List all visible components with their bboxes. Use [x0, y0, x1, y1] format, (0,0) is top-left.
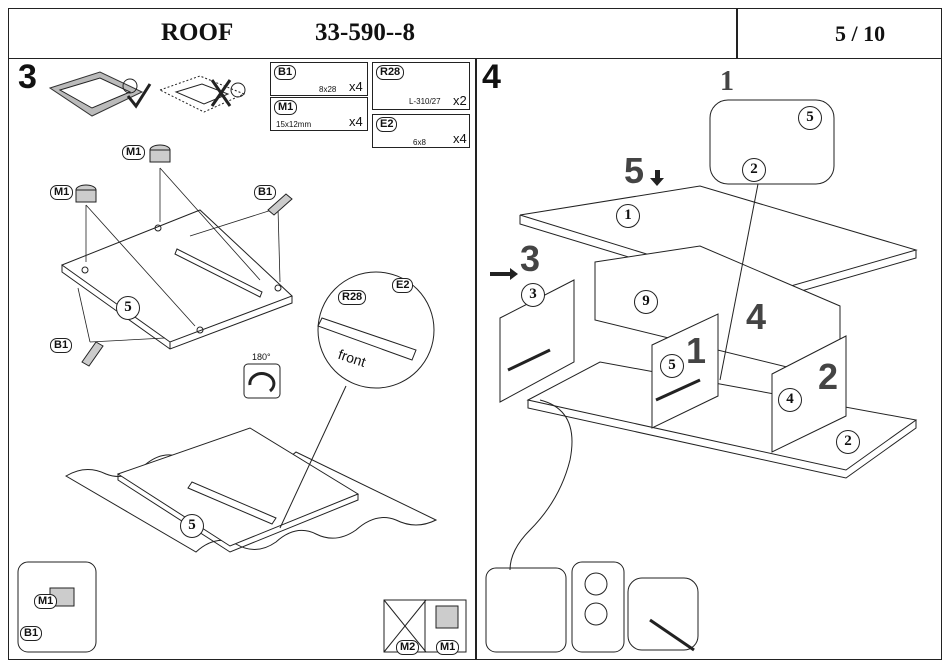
part-1-label: 1 [616, 204, 640, 228]
hardware-r28-box: R28 L-310/27 x2 [372, 62, 470, 110]
order-5: 5 [624, 150, 645, 191]
callout-b1: B1 [50, 338, 73, 353]
panel-5-top [60, 209, 293, 350]
product-code: 33-590--8 [315, 19, 415, 46]
hardware-qty: x4 [349, 79, 363, 94]
part-9-label: 9 [634, 290, 658, 314]
header-separator [736, 9, 738, 59]
part-3-label: 3 [521, 283, 545, 307]
hardware-qty: x2 [453, 93, 467, 108]
cam-lock-m1 [149, 144, 171, 163]
hardware-tag: M1 [274, 100, 298, 115]
part-5-label: 5 [660, 354, 684, 378]
part-4-label: 4 [778, 388, 802, 412]
detail-number: 1 [720, 66, 734, 97]
hardware-b1-box: B1 8x28 x4 [270, 62, 368, 96]
hardware-tag: R28 [376, 65, 405, 80]
hardware-e2-box: E2 6x8 x4 [372, 114, 470, 148]
order-1: 1 [686, 330, 707, 371]
cam-lock-m1 [75, 184, 97, 203]
hardware-m1-box: M1 15x12mm x4 [270, 97, 368, 131]
rotate-label: 180° [252, 352, 271, 362]
panel-5-label: 5 [180, 514, 204, 538]
soft-mat-ok-icon [48, 71, 152, 117]
hardware-size: 8x28 [319, 85, 337, 94]
page-number: 5 / 10 [835, 21, 886, 46]
hardware-size: 6x8 [413, 138, 426, 147]
hardware-size: L-310/27 [409, 97, 441, 106]
hard-floor-x-icon [158, 75, 246, 113]
hardware-size: 15x12mm [276, 120, 312, 129]
part-2-label: 2 [836, 430, 860, 454]
inset-tag-m1: M1 [436, 640, 460, 655]
step-4-number: 4 [482, 58, 501, 96]
dowel-b1 [81, 341, 104, 367]
callout-b1: B1 [254, 185, 277, 200]
dowel-b1 [267, 193, 293, 216]
inset-tag-m2: M2 [396, 640, 420, 655]
header: ROOF 33-590--8 5 / 10 [9, 9, 941, 59]
callout-m1: M1 [50, 185, 74, 200]
step-3-number: 3 [18, 58, 37, 96]
callout-r28: R28 [338, 290, 367, 305]
inset-tag-m1: M1 [34, 594, 58, 609]
order-2: 2 [818, 356, 839, 397]
order-4: 4 [746, 296, 767, 337]
hardware-tag: E2 [376, 117, 398, 132]
callout-e2: E2 [392, 278, 414, 293]
detail-2-label: 2 [742, 158, 766, 182]
inset-tag-b1: B1 [20, 626, 43, 641]
detail-5-label: 5 [798, 106, 822, 130]
step-divider [475, 59, 477, 659]
hardware-qty: x4 [349, 114, 363, 129]
callout-m1: M1 [122, 145, 146, 160]
product-name: ROOF [161, 19, 234, 46]
panel-5-label: 5 [116, 296, 140, 320]
hardware-tag: B1 [274, 65, 297, 80]
hardware-qty: x4 [453, 131, 467, 146]
order-3: 3 [520, 238, 541, 279]
page-frame: ROOF 33-590--8 5 / 10 [8, 8, 942, 660]
